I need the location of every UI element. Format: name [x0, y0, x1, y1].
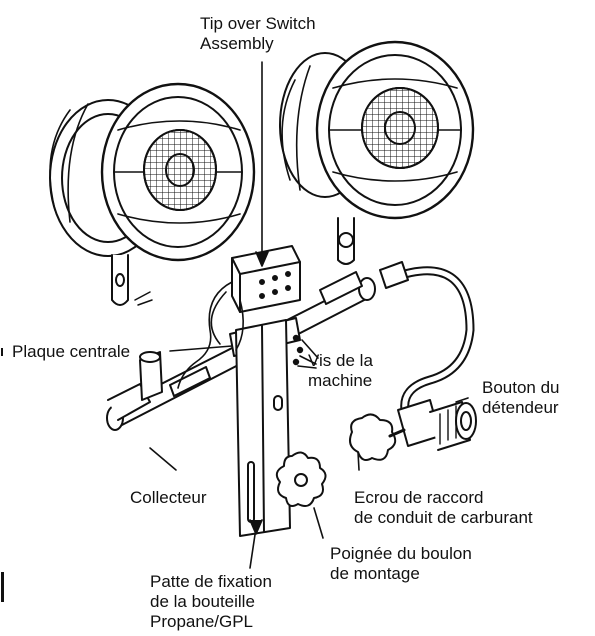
- label-tip-over-switch: Tip over Switch Assembly: [200, 14, 316, 53]
- label-poignee-boulon: Poignée du boulon de montage: [330, 544, 472, 583]
- mounting-bolt-knob: [275, 451, 327, 507]
- tip-over-switch-box: [231, 245, 301, 313]
- right-heater-head: [279, 40, 475, 265]
- label-bouton-detendeur: Bouton du détendeur: [482, 378, 560, 417]
- page-edge-marks: [1, 348, 4, 602]
- label-plaque-centrale: Plaque centrale: [12, 342, 131, 361]
- label-ecrou-raccord: Ecrou de raccord de conduit de carburant: [354, 488, 533, 527]
- leader-lines: [149, 61, 469, 569]
- label-vis-machine: Vis de la machine: [308, 351, 373, 390]
- fuel-hose: [379, 261, 475, 415]
- label-patte-fixation: Patte de fixation de la bouteille Propan…: [150, 572, 272, 631]
- left-heater-head: [49, 82, 256, 306]
- label-collecteur: Collecteur: [130, 488, 207, 507]
- regulator: [349, 399, 477, 461]
- cylinder-mounting-bracket: [235, 319, 304, 537]
